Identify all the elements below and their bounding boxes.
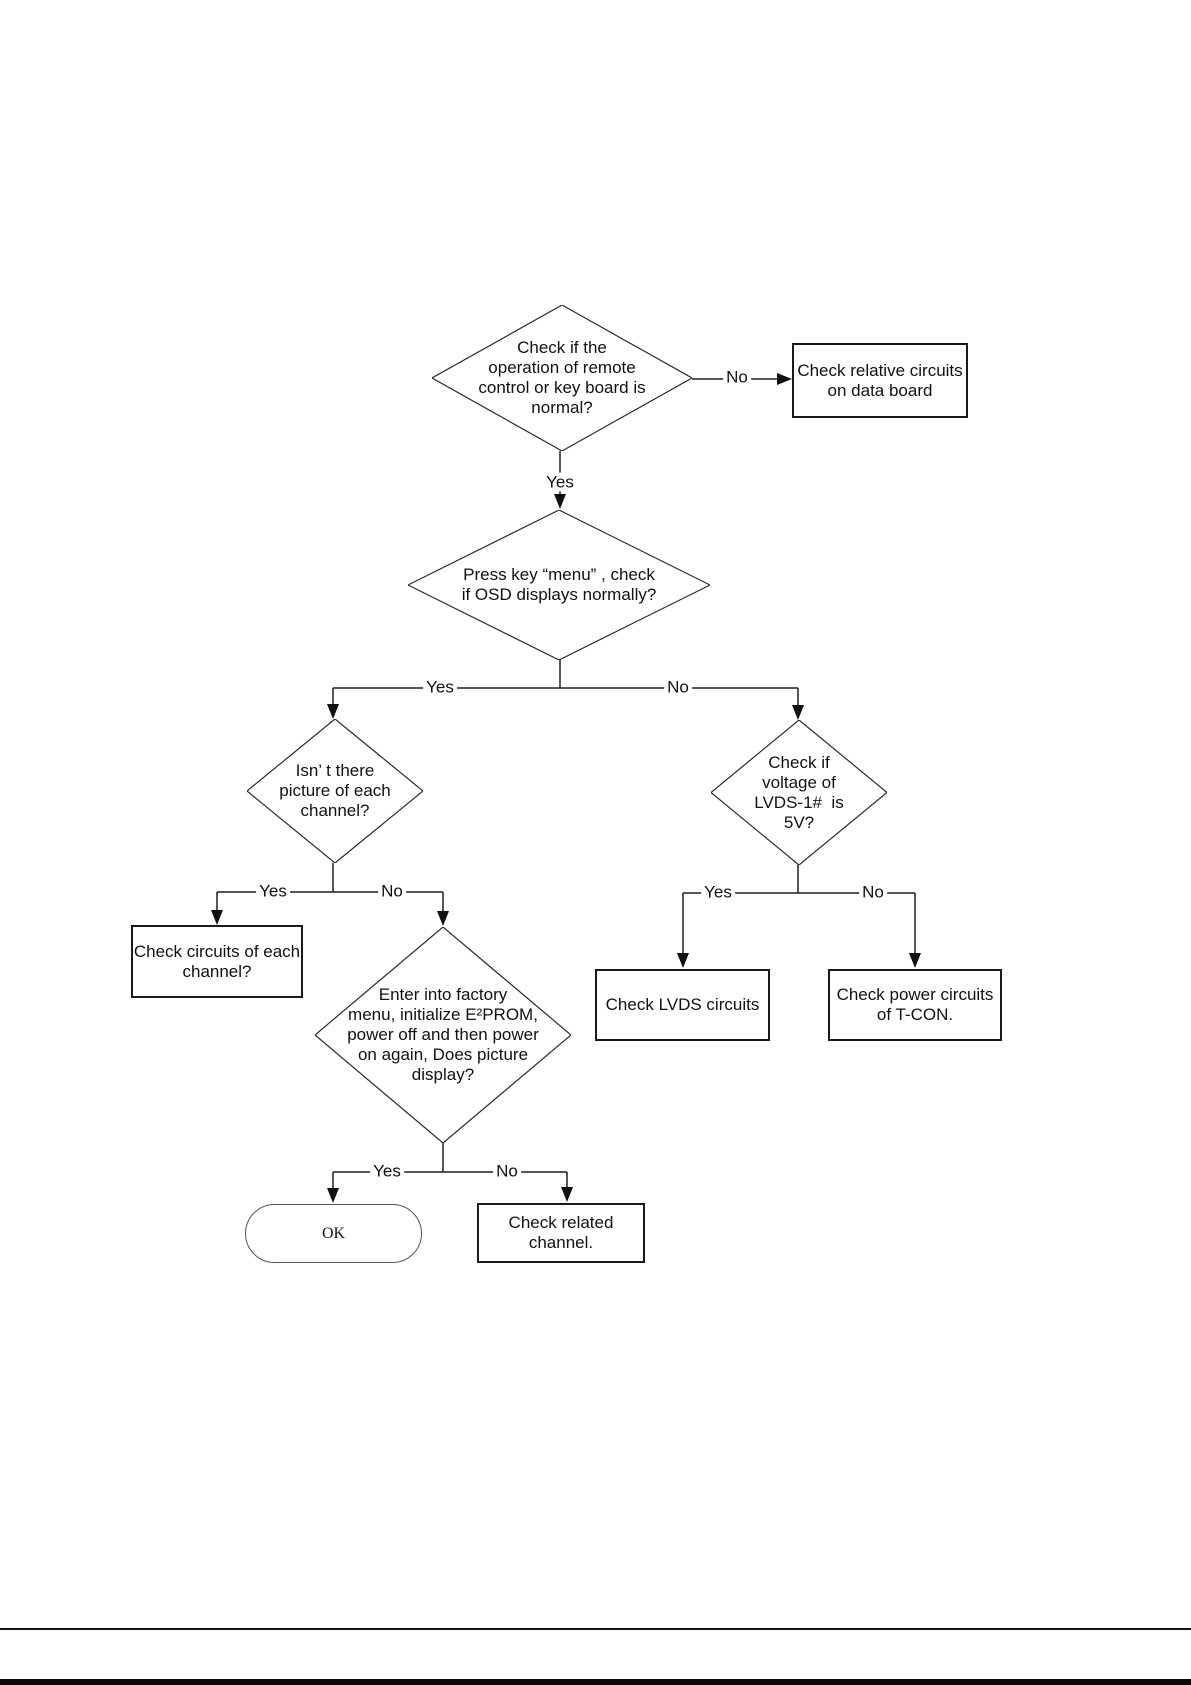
diamond-shape: [432, 305, 692, 451]
edge-label-no: No: [664, 677, 692, 697]
node-label: Check LVDS circuits: [605, 995, 760, 1014]
node-check-lvds-circuits: Check LVDS circuits: [595, 969, 770, 1041]
arrow-down-icon: [554, 494, 566, 509]
edge-label-yes: Yes: [543, 472, 577, 492]
diamond-shape: [408, 510, 710, 660]
arrow-down-icon: [211, 910, 223, 925]
node-label: Check power circuits of T-CON.: [836, 985, 994, 1024]
node-label: Isn’ t there picture of each channel?: [279, 761, 391, 820]
edge-label-no: No: [859, 882, 887, 902]
edge-d5-branch-lines: [332, 1143, 568, 1190]
node-label: Enter into factory menu, initialize E²PR…: [347, 985, 539, 1084]
node-check-remote-keyboard: Check if the operation of remote control…: [432, 305, 692, 451]
edge-label-yes: Yes: [370, 1161, 404, 1181]
arrow-down-icon: [677, 953, 689, 968]
page-edge-line: [0, 1679, 1191, 1685]
node-label: Check relative circuits on data board: [797, 360, 963, 400]
edge-d2-branch-lines: [332, 660, 799, 707]
page-edge-line: [0, 1628, 1191, 1630]
node-check-channel-circuits: Check circuits of each channel?: [131, 925, 303, 998]
arrow-down-icon: [327, 704, 339, 719]
node-check-tcon-power: Check power circuits of T-CON.: [828, 969, 1002, 1041]
node-press-menu-osd-check: Press key “menu” , check if OSD displays…: [408, 510, 710, 660]
node-picture-each-channel: Isn’ t there picture of each channel?: [247, 719, 423, 863]
node-label: Press key “menu” , check if OSD displays…: [461, 565, 657, 604]
node-label: Check if the operation of remote control…: [478, 338, 646, 417]
edge-d3-branch-lines: [216, 863, 444, 912]
node-lvds-voltage-check: Check if voltage of LVDS-1# is 5V?: [711, 720, 887, 865]
node-check-data-board-circuits: Check relative circuits on data board: [792, 343, 968, 418]
diamond-shape: [247, 719, 423, 863]
edge-d4-branch-lines: [682, 865, 916, 955]
arrow-down-icon: [792, 705, 804, 720]
node-label: Check related channel.: [508, 1213, 614, 1252]
node-label: Check circuits of each channel?: [133, 941, 301, 981]
arrow-down-icon: [561, 1187, 573, 1202]
edge-label-no: No: [493, 1161, 521, 1181]
diamond-shape: [315, 927, 571, 1143]
arrow-down-icon: [437, 911, 449, 926]
arrow-down-icon: [327, 1188, 339, 1203]
node-check-related-channel: Check related channel.: [477, 1203, 645, 1263]
edge-label-no: No: [723, 367, 751, 387]
diamond-shape: [711, 720, 887, 865]
node-label: Check if voltage of LVDS-1# is 5V?: [754, 752, 844, 832]
edge-label-yes: Yes: [701, 882, 735, 902]
node-ok-terminal: OK: [245, 1204, 422, 1263]
edge-label-no: No: [378, 881, 406, 901]
node-label: OK: [321, 1224, 346, 1242]
edge-label-yes: Yes: [256, 881, 290, 901]
edge-label-yes: Yes: [423, 677, 457, 697]
node-factory-menu-eeprom: Enter into factory menu, initialize E²PR…: [315, 927, 571, 1143]
arrow-right-icon: [777, 373, 792, 385]
arrow-down-icon: [909, 953, 921, 968]
